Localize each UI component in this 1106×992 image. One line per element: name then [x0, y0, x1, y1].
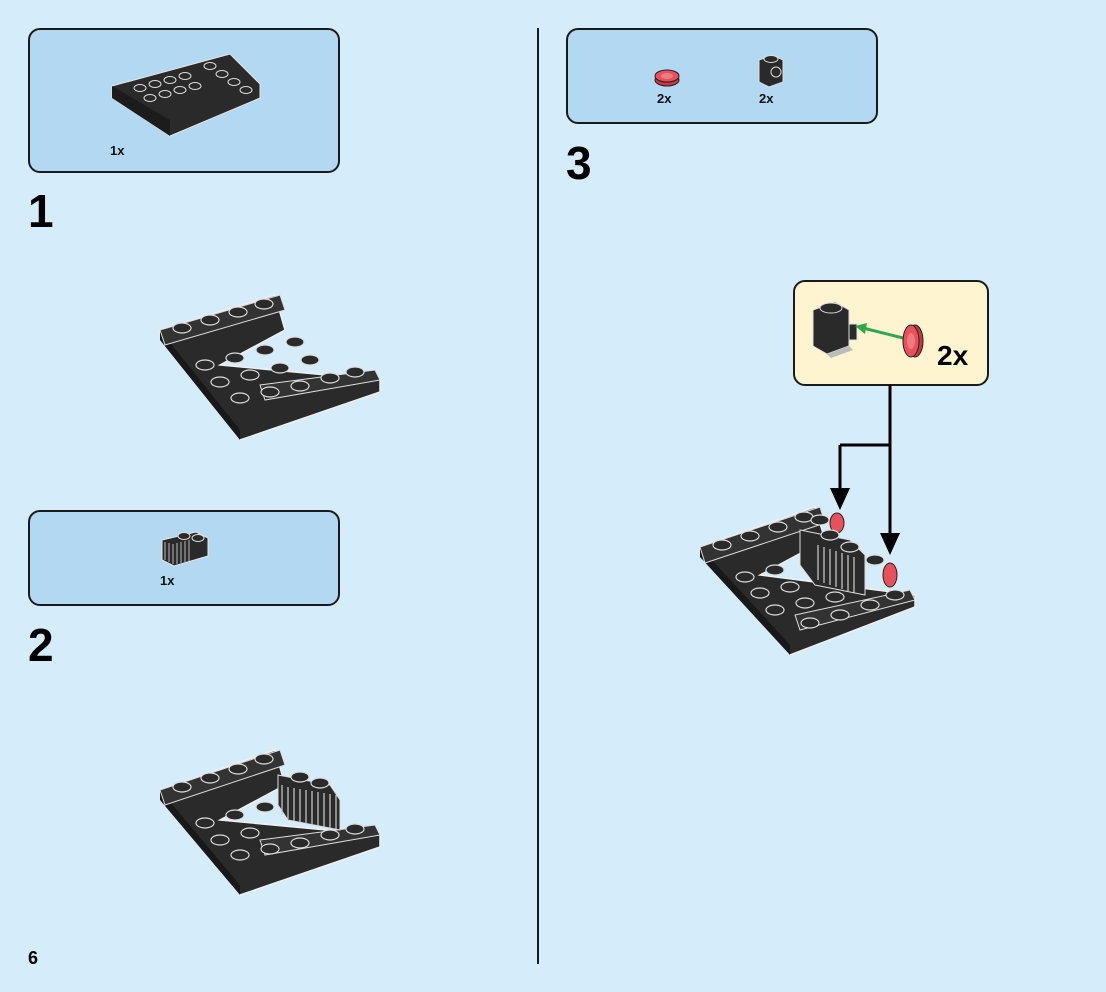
step-1-part-qty: 1x	[110, 143, 125, 158]
step-1-parts-box: 1x	[28, 28, 340, 173]
step-3-number: 3	[566, 137, 592, 189]
step-3-parts-box: 2x 2x	[566, 28, 878, 124]
arrow-head-left	[830, 488, 850, 510]
page-number: 6	[28, 948, 39, 968]
inverted-slope-plate-icon	[111, 53, 261, 137]
red-round-tile-icon	[654, 69, 680, 87]
step-2-number: 2	[28, 619, 54, 671]
callout-qty: 2x	[937, 340, 969, 371]
step-2-parts-box: 1x	[28, 510, 340, 606]
callout-red-tile-icon	[902, 324, 924, 358]
step-1-number: 1	[28, 185, 54, 237]
connector-arrows	[830, 385, 900, 555]
step-2-part-qty: 1x	[160, 573, 175, 588]
green-arrow-icon	[855, 323, 904, 340]
step-3-part-1-qty: 2x	[657, 91, 672, 106]
callout-brick-icon	[812, 301, 858, 358]
step-2-model	[159, 749, 381, 896]
grille-brick-icon	[161, 531, 209, 567]
sub-assembly-callout: 2x	[793, 280, 989, 386]
step-3-part-2-qty: 2x	[759, 91, 774, 106]
red-tile-right	[882, 562, 898, 588]
step-3-model	[699, 506, 916, 656]
column-divider	[537, 28, 539, 964]
side-stud-brick-icon	[758, 54, 784, 88]
arrow-head-right	[880, 533, 900, 555]
step-1-model	[159, 294, 381, 441]
